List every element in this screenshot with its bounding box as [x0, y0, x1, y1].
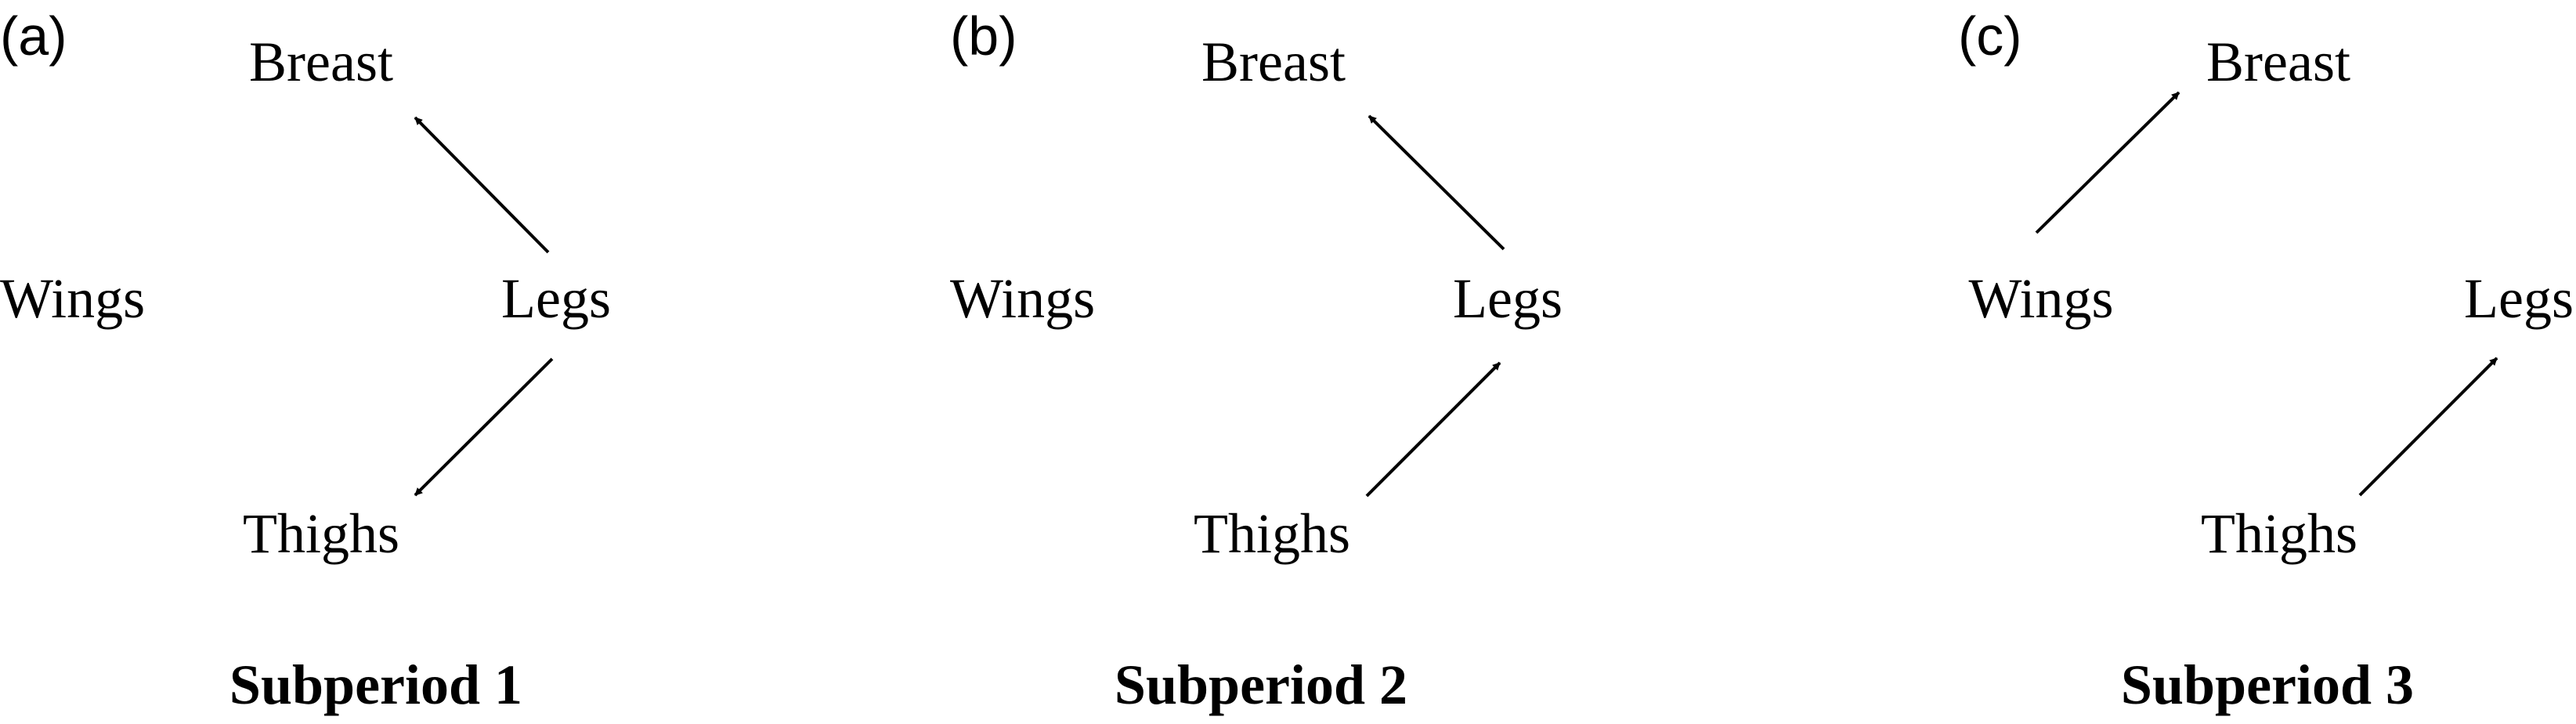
- panel-label: (a): [0, 5, 67, 67]
- subperiod-title: Subperiod 1: [229, 653, 522, 716]
- edge-wings-to-breast: [2035, 91, 2180, 234]
- edge-legs-to-breast: [1367, 114, 1505, 251]
- edge-legs-to-breast: [414, 116, 550, 254]
- node-thighs: Thighs: [243, 502, 399, 565]
- node-legs: Legs: [501, 267, 611, 330]
- node-thighs: Thighs: [1194, 502, 1350, 565]
- node-wings: Wings: [1968, 267, 2113, 330]
- subperiod-title: Subperiod 3: [2121, 653, 2414, 716]
- node-wings: Wings: [950, 267, 1095, 330]
- subperiod-title: Subperiod 2: [1115, 653, 1407, 716]
- node-breast: Breast: [249, 31, 393, 93]
- edge-thighs-to-legs: [1365, 361, 1501, 498]
- node-breast: Breast: [1201, 31, 1346, 93]
- node-legs: Legs: [2464, 267, 2574, 330]
- panel-label: (b): [950, 5, 1017, 67]
- panel-c: (c) Breast Wings Legs Thighs Subperiod 3: [1958, 5, 2574, 716]
- node-wings: Wings: [0, 267, 145, 330]
- edge-thighs-to-legs: [2358, 357, 2498, 497]
- node-thighs: Thighs: [2201, 502, 2357, 565]
- node-breast: Breast: [2206, 31, 2350, 93]
- panel-label: (c): [1958, 5, 2022, 67]
- panel-a: (a) Breast Wings Legs Thighs Subperiod 1: [0, 5, 611, 716]
- node-legs: Legs: [1453, 267, 1563, 330]
- edge-legs-to-thighs: [414, 357, 554, 497]
- panel-b: (b) Breast Wings Legs Thighs Subperiod 2: [950, 5, 1563, 716]
